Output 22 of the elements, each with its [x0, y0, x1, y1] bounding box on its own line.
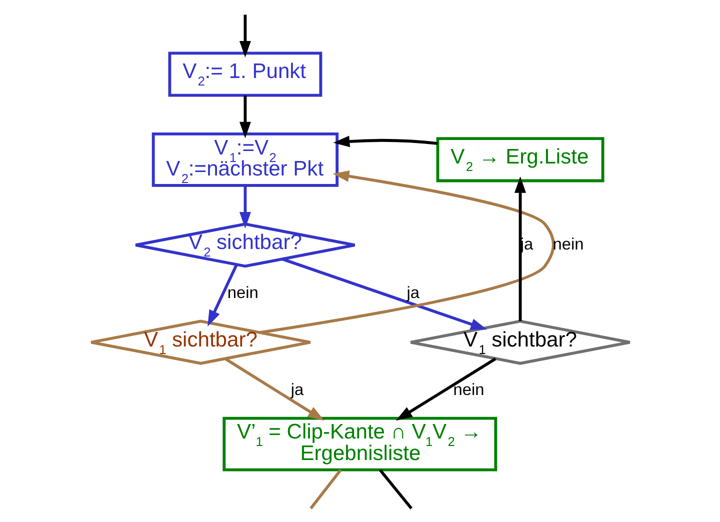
arrow: [281, 257, 487, 330]
arrow: [238, 185, 250, 228]
arrow: [207, 263, 238, 326]
node-diamond: V$_{1}$ sichtbar?: [89, 319, 312, 364]
node-box: V$_{1}$:=V$_{2}$ V$_{2}$:=nächster Pkt: [151, 132, 338, 186]
node-box: V’$_{1}$ = Clip-Kante ∩ V$_{1}$V$_{2}$ → Ergebnisliste: [222, 416, 497, 471]
edge-label: nein: [226, 284, 258, 302]
arrow: [259, 170, 554, 334]
arrow: [514, 176, 526, 321]
arrow: [238, 95, 250, 138]
connector: [378, 468, 412, 509]
arrow: [224, 357, 324, 420]
arrow: [395, 357, 496, 420]
edge-label: ja: [520, 234, 533, 253]
connector: [309, 468, 342, 509]
edge-label: ja: [290, 380, 304, 399]
node-box: V$_{2}$:= 1. Punkt: [168, 51, 322, 96]
arrow: [332, 135, 438, 147]
arrow: [238, 14, 250, 57]
node-box: V$_{2}$ → Erg.Liste: [436, 136, 604, 182]
edge-label: ja: [406, 284, 420, 302]
edge-label: nein: [452, 380, 484, 399]
